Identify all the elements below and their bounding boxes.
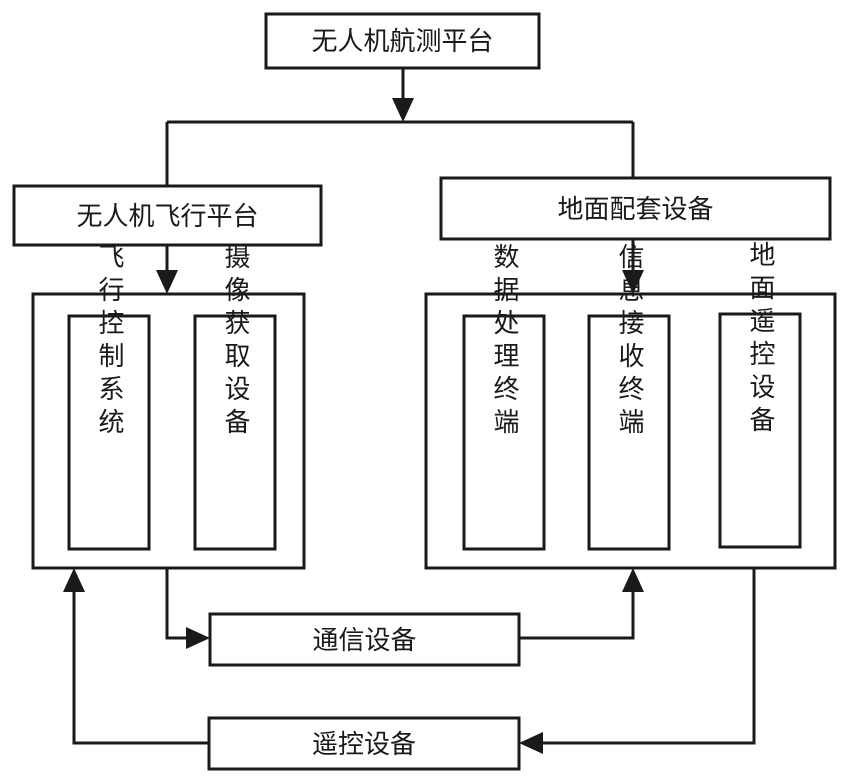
connector-comm-to-right [519, 588, 635, 640]
arrow-to-info-group [622, 568, 644, 592]
arrow-to-comm [186, 627, 210, 649]
node-top-platform: 无人机航测平台 [264, 12, 541, 70]
arrow-to-flight-group [63, 568, 85, 592]
connector-left-to-comm [165, 568, 192, 640]
node-remote-control: 遥控设备 [207, 716, 521, 771]
flight-control-label: 飞行控制系统 [94, 243, 124, 441]
arrow-to-remote [519, 732, 543, 754]
connector-right-to-remote [538, 568, 756, 745]
top-platform-label: 无人机航测平台 [311, 27, 493, 57]
node-camera-capture: 摄像获取设备 [193, 243, 277, 551]
node-ground-remote: 地面遥控设备 [718, 241, 802, 549]
camera-capture-label: 摄像获取设备 [220, 243, 250, 441]
remote-control-label: 遥控设备 [312, 730, 416, 760]
node-communication: 通信设备 [208, 612, 521, 667]
communication-label: 通信设备 [312, 626, 416, 656]
arrow-flight-down [156, 270, 178, 294]
connector-remote-to-left [72, 588, 209, 745]
ground-remote-label: 地面遥控设备 [745, 241, 775, 439]
arrow-ground-down [622, 270, 644, 294]
ground-equipment-label: 地面配套设备 [557, 195, 713, 225]
flight-platform-label: 无人机飞行平台 [76, 202, 258, 232]
node-ground-equipment: 地面配套设备 [439, 176, 832, 241]
node-info-receive: 信息接收终端 [587, 243, 671, 551]
node-flight-control: 飞行控制系统 [67, 243, 151, 551]
data-processing-label: 数据处理终端 [489, 243, 519, 441]
node-data-processing: 数据处理终端 [462, 243, 546, 551]
info-receive-label: 信息接收终端 [614, 243, 644, 441]
arrow-top-down [392, 98, 414, 122]
connectors [63, 68, 756, 754]
node-flight-platform: 无人机飞行平台 [12, 184, 323, 247]
